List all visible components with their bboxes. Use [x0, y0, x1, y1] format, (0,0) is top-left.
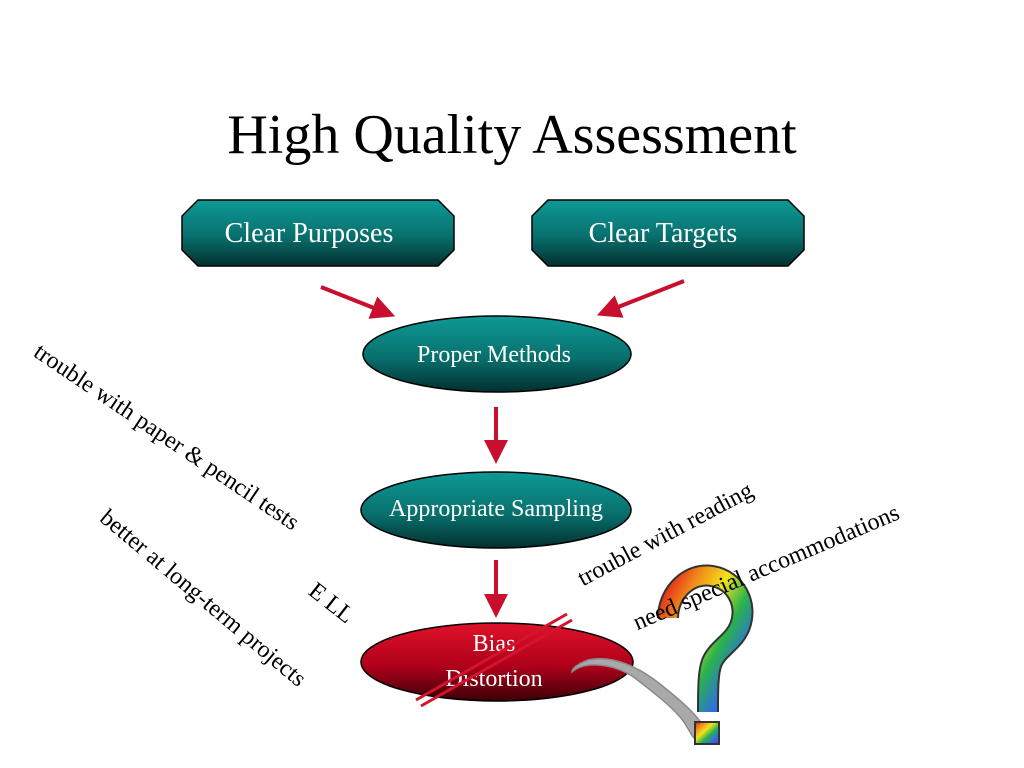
clear-targets-label: Clear Targets: [589, 218, 738, 249]
distortion-label: Distortion: [445, 666, 542, 692]
arrow-targets-to-methods: [596, 279, 685, 318]
appropriate-sampling-ellipse: Appropriate Sampling: [360, 471, 632, 549]
strike-through-lines: [415, 612, 573, 708]
arrow-purposes-to-methods: [320, 285, 396, 319]
clear-purposes-box: Clear Purposes: [181, 199, 455, 267]
bias-label: Bias: [473, 631, 516, 657]
proper-methods-ellipse: Proper Methods: [362, 315, 632, 393]
appropriate-sampling-label: Appropriate Sampling: [389, 496, 603, 522]
proper-methods-label: Proper Methods: [417, 342, 571, 368]
clear-purposes-label: Clear Purposes: [225, 218, 394, 249]
clear-targets-box: Clear Targets: [531, 199, 805, 267]
question-mark-icon: [657, 564, 754, 745]
slide-title: High Quality Assessment: [227, 104, 797, 166]
